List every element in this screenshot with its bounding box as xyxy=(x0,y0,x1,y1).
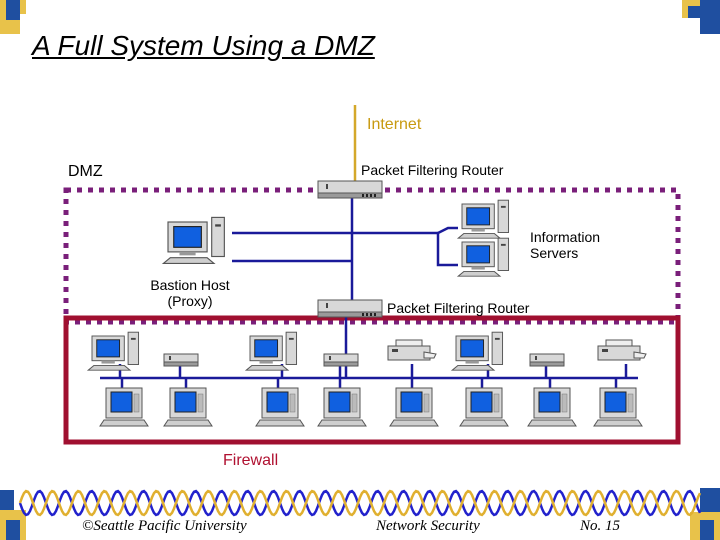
outer-router xyxy=(317,180,383,199)
internal-network-lines xyxy=(100,316,638,380)
corner-decoration-top-left xyxy=(0,0,26,34)
lan-hub-2 xyxy=(323,353,359,367)
lan-terminal-8 xyxy=(593,387,643,427)
network-devices xyxy=(86,199,647,427)
lan-terminal-6 xyxy=(459,387,509,427)
corner-decoration-bottom-right xyxy=(690,488,720,540)
bastion-host-label-line1: Bastion Host xyxy=(150,277,230,293)
lan-printer-2 xyxy=(597,339,647,361)
bastion-host-label-line2: (Proxy) xyxy=(167,293,213,309)
dmz-label: DMZ xyxy=(68,163,103,180)
lan-terminal-1 xyxy=(99,387,149,427)
slide-title: A Full System Using a DMZ xyxy=(32,30,375,61)
corner-decoration-bottom-left xyxy=(0,490,26,540)
wave-ornament-gold xyxy=(18,489,702,517)
firewall-boundary xyxy=(63,315,681,445)
footer-page-number: No. 15 xyxy=(580,518,621,534)
outer-router-label: Packet Filtering Router xyxy=(361,162,504,178)
corner-decoration-top-right xyxy=(682,0,720,34)
lan-terminal-4 xyxy=(317,387,367,427)
inner-router xyxy=(317,299,383,318)
internet-label: Internet xyxy=(367,116,422,133)
lan-hub-3 xyxy=(529,353,565,367)
wave-ornament-blue xyxy=(18,489,702,517)
lan-terminal-2 xyxy=(163,387,213,427)
dmz-network-lines xyxy=(232,196,458,300)
information-servers-label-line2: Servers xyxy=(530,245,579,261)
lan-hub-1 xyxy=(163,353,199,367)
lan-workstation-3 xyxy=(450,331,504,371)
lan-terminal-7 xyxy=(527,387,577,427)
lan-workstation-1 xyxy=(86,331,140,371)
dmz-boundary xyxy=(63,187,681,325)
lan-terminal-5 xyxy=(389,387,439,427)
information-servers-label: Information Servers xyxy=(530,229,600,261)
footer-course-title: Network Security xyxy=(376,518,480,534)
lan-terminal-3 xyxy=(255,387,305,427)
inner-router-label: Packet Filtering Router xyxy=(387,300,530,316)
footer-copyright: ©Seattle Pacific University xyxy=(82,518,247,534)
bastion-host-computer xyxy=(161,216,225,264)
information-server-2 xyxy=(456,237,510,277)
lan-workstation-2 xyxy=(244,331,298,371)
lan-printer-1 xyxy=(387,339,437,361)
firewall-label: Firewall xyxy=(223,452,279,469)
bastion-host-label: Bastion Host (Proxy) xyxy=(140,277,240,309)
information-server-1 xyxy=(456,199,510,239)
information-servers-label-line1: Information xyxy=(530,229,601,245)
